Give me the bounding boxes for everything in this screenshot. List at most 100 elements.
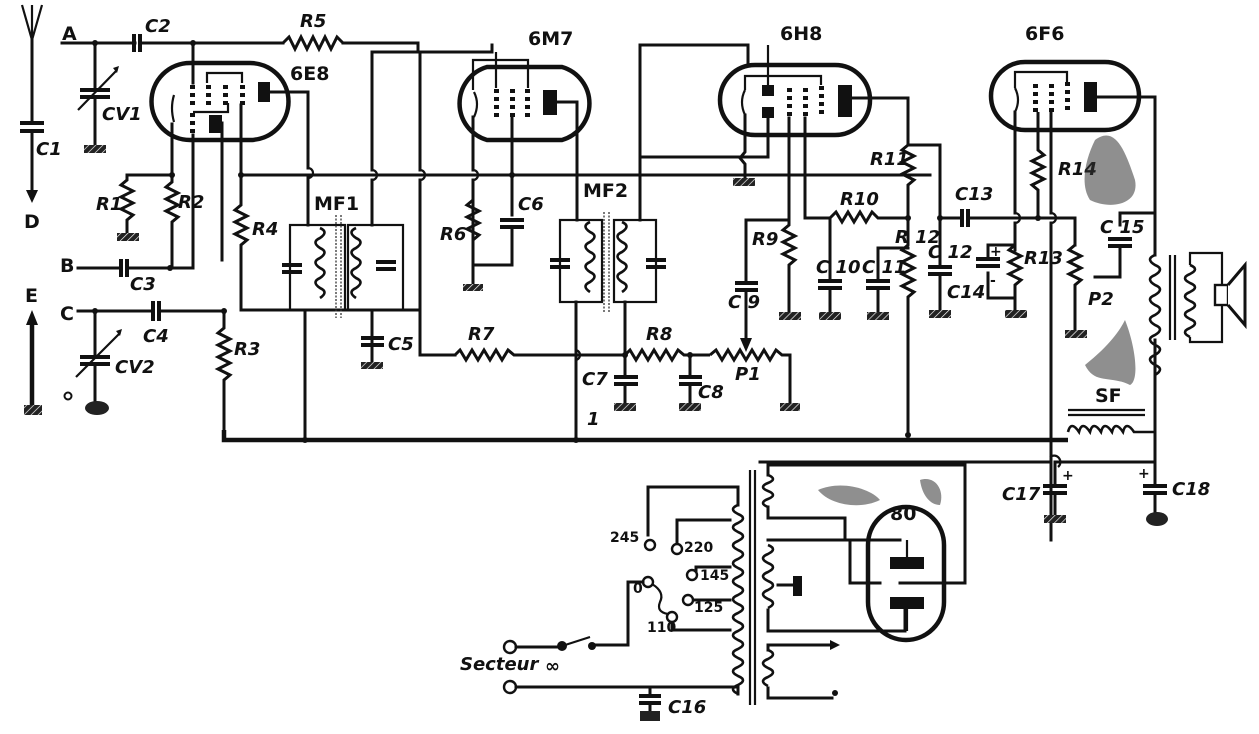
capacitor-c15 bbox=[1108, 211, 1157, 257]
tube-80 bbox=[865, 504, 947, 643]
resistor-r7 bbox=[453, 347, 575, 363]
tap-145[interactable] bbox=[685, 568, 699, 582]
output-transformer bbox=[1148, 251, 1224, 377]
label-cv1: CV1 bbox=[102, 104, 142, 125]
resistor-r9 bbox=[779, 220, 801, 320]
ground-icon bbox=[463, 284, 483, 291]
mains-terminal-2[interactable] bbox=[502, 679, 518, 695]
junction-mark: 1 bbox=[587, 409, 600, 430]
label-c5: C5 bbox=[388, 334, 414, 355]
label-c16: C16 bbox=[668, 697, 706, 718]
label-p1: P1 bbox=[735, 364, 761, 385]
svg-text:+: + bbox=[1138, 466, 1150, 482]
label-c12: C 12 bbox=[928, 242, 973, 263]
ground-icon bbox=[733, 178, 755, 186]
capacitor-c1 bbox=[20, 121, 44, 203]
label-r10: R10 bbox=[840, 189, 879, 210]
transformer-mf1 bbox=[282, 215, 405, 318]
resistor-r6 bbox=[463, 198, 483, 242]
ground-icon bbox=[85, 401, 109, 415]
tap-label-220: 220 bbox=[684, 540, 713, 556]
label-r1: R1 bbox=[96, 194, 122, 215]
ac-symbol: ∞ bbox=[545, 656, 560, 677]
ink-smudge bbox=[1085, 320, 1136, 385]
svg-text:+: + bbox=[1062, 468, 1074, 484]
label-6f6: 6F6 bbox=[1025, 23, 1064, 45]
capacitor-c8 bbox=[679, 353, 702, 411]
tube-6m7 bbox=[457, 52, 592, 143]
label-6h8: 6H8 bbox=[780, 23, 822, 45]
label-r11: R11 bbox=[870, 149, 909, 170]
resistor-r4 bbox=[231, 175, 251, 310]
resistor-r8 bbox=[623, 347, 710, 363]
capacitor-c16 bbox=[639, 685, 661, 721]
terminal-e: E bbox=[25, 285, 38, 307]
terminal-a: A bbox=[62, 23, 77, 45]
label-c4: C4 bbox=[143, 326, 169, 347]
potentiometer-p2 bbox=[1065, 243, 1087, 338]
capacitor-c10 bbox=[818, 216, 842, 320]
svg-text:+: + bbox=[990, 244, 1002, 260]
label-r3: R3 bbox=[234, 339, 260, 360]
label-c3: C3 bbox=[130, 274, 156, 295]
ink-smudge bbox=[1084, 135, 1136, 205]
label-r12: R 12 bbox=[895, 227, 940, 248]
tap-245[interactable] bbox=[643, 538, 657, 552]
label-80: 80 bbox=[890, 503, 916, 525]
label-c7: C7 bbox=[582, 369, 608, 390]
terminal-d: D bbox=[24, 211, 40, 233]
label-c13: C13 bbox=[955, 184, 993, 205]
label-c6: C6 bbox=[518, 194, 544, 215]
capacitor-c6 bbox=[500, 218, 524, 229]
mains-label: Secteur bbox=[460, 654, 539, 675]
power-switch[interactable] bbox=[561, 635, 591, 648]
tap-label-0: 0 bbox=[633, 581, 643, 597]
mains-terminal-1[interactable] bbox=[502, 639, 518, 655]
resistor-r14 bbox=[1028, 112, 1048, 218]
terminal-c: C bbox=[60, 303, 74, 325]
label-c11: C 11 bbox=[862, 257, 907, 278]
resistor-r2 bbox=[162, 175, 182, 268]
resistor-r13 bbox=[1005, 243, 1027, 318]
label-r9: R9 bbox=[752, 229, 778, 250]
tap-220[interactable] bbox=[670, 542, 684, 556]
tap-125[interactable] bbox=[681, 593, 695, 607]
tap-110[interactable] bbox=[665, 610, 679, 624]
capacitor-c9 bbox=[735, 218, 758, 292]
label-c10: C 10 bbox=[816, 257, 861, 278]
svg-text:-: - bbox=[990, 273, 996, 289]
label-c18: C18 bbox=[1172, 479, 1210, 500]
label-mf2: MF2 bbox=[583, 180, 628, 202]
label-6m7: 6M7 bbox=[528, 28, 573, 50]
tube-6h8 bbox=[717, 45, 873, 138]
resistor-r3 bbox=[214, 311, 234, 430]
label-sf: SF bbox=[1095, 385, 1122, 407]
label-r13: R13 bbox=[1024, 248, 1063, 269]
antenna bbox=[20, 4, 44, 122]
ink-smudge bbox=[818, 485, 880, 506]
speaker-icon bbox=[1213, 260, 1247, 330]
tap-label-110: 110 bbox=[647, 620, 676, 636]
capacitor-c12 bbox=[928, 216, 952, 318]
resistor-r11 bbox=[898, 143, 918, 218]
label-6e8: 6E8 bbox=[290, 63, 329, 85]
capacitor-c14: + - bbox=[976, 243, 1017, 300]
ink-smudge bbox=[920, 479, 942, 505]
label-r4: R4 bbox=[252, 219, 278, 240]
tap-label-145: 145 bbox=[700, 568, 729, 584]
tube-6e8 bbox=[149, 60, 291, 143]
tap-label-125: 125 bbox=[694, 600, 723, 616]
label-r2: R2 bbox=[178, 192, 204, 213]
label-r8: R8 bbox=[646, 324, 672, 345]
label-c1: C1 bbox=[36, 139, 62, 160]
capacitor-c17: + bbox=[1043, 460, 1074, 523]
potentiometer-p1 bbox=[709, 288, 800, 411]
resistor-r10 bbox=[828, 209, 908, 225]
ground-icon bbox=[117, 233, 139, 241]
label-c8: C8 bbox=[698, 382, 724, 403]
capacitor-c7 bbox=[614, 353, 638, 411]
tap-label-245: 245 bbox=[610, 530, 639, 546]
label-c2: C2 bbox=[145, 16, 171, 37]
label-r7: R7 bbox=[468, 324, 495, 345]
